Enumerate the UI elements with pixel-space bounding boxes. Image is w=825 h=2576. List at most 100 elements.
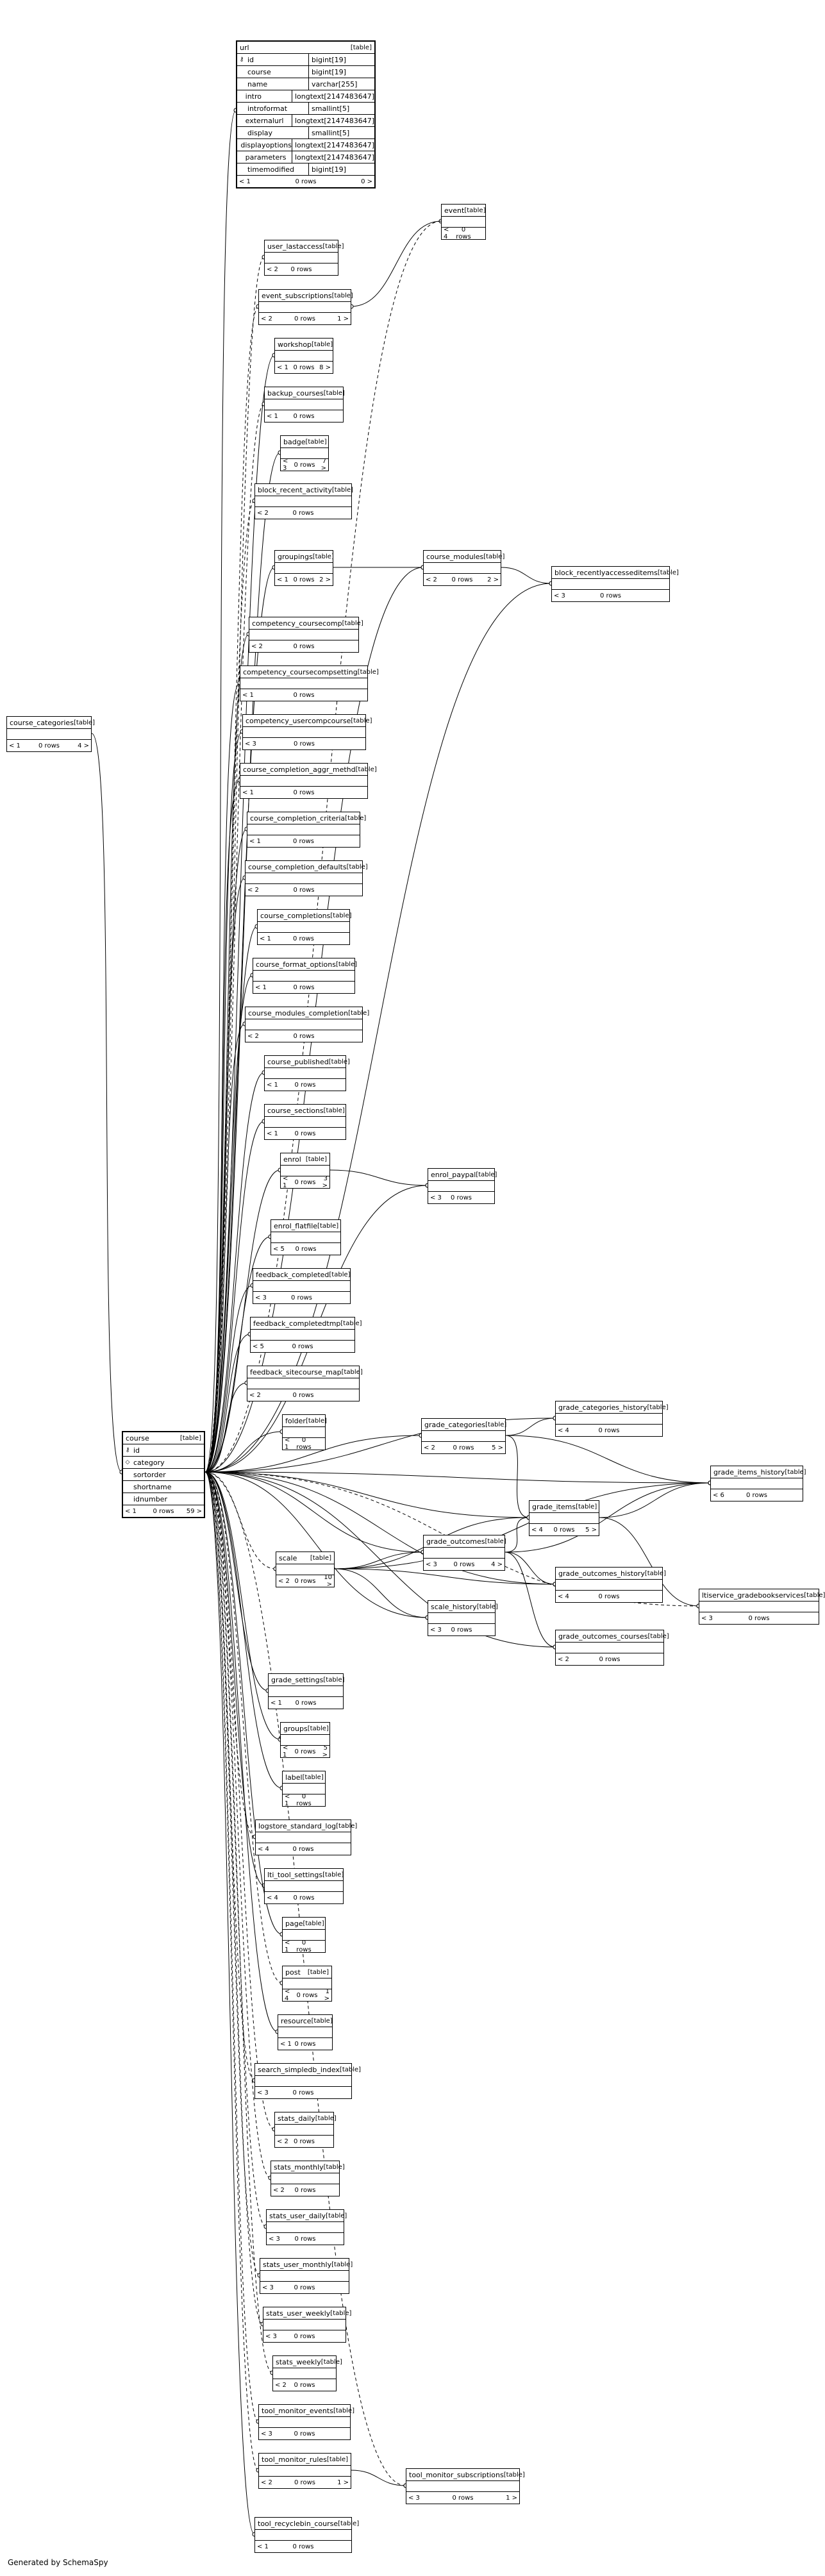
- edge-event_subscriptions-course: [204, 306, 259, 1473]
- table-name: scale_history: [431, 1602, 477, 1611]
- table-name: feedback_completed: [256, 1270, 329, 1279]
- parents-count: < 2: [257, 509, 269, 517]
- table-name: grade_outcomes_courses: [558, 1632, 648, 1641]
- table-type-tag: [table]: [331, 292, 353, 299]
- table-body: [259, 2417, 350, 2428]
- parents-count: < 2: [247, 886, 259, 894]
- table-header: block_recentlyaccesseditems[table]: [552, 567, 679, 579]
- table-type-tag: [table]: [341, 1368, 363, 1376]
- table-name: groups: [283, 1724, 308, 1733]
- row-count: 0 rows: [294, 2381, 315, 2389]
- row-count: 0 rows: [296, 1793, 312, 1807]
- table-header: block_recent_activity[table]: [255, 484, 353, 496]
- children-count: 3 >: [322, 1175, 328, 1189]
- edge-stats_daily-course: [204, 1471, 275, 2130]
- children-count: 7 >: [321, 458, 326, 472]
- table-body: [428, 1613, 495, 1624]
- table-name: course_modules: [426, 552, 484, 561]
- table-name: course_completion_defaults: [248, 862, 347, 871]
- row-count: 0 rows: [294, 2332, 315, 2340]
- table-type-tag: [table]: [303, 1919, 324, 1927]
- table-name: feedback_completedtmp: [253, 1319, 341, 1328]
- table-type-tag: [table]: [476, 1603, 498, 1610]
- row-count: 0 rows: [600, 592, 621, 599]
- table-header: course_completion_defaults[table]: [246, 861, 368, 873]
- table-name: stats_user_weekly: [266, 2309, 331, 2318]
- table-type-tag: [table]: [357, 668, 379, 676]
- column-name: displayoptions: [240, 140, 292, 149]
- parents-count: < 3: [261, 2430, 272, 2438]
- edge-stats_user_monthly-course: [204, 1471, 260, 2276]
- column-name: sortorder: [133, 1470, 166, 1479]
- children-count: 5 >: [585, 1526, 597, 1534]
- parents-count: < 3: [257, 2089, 269, 2096]
- table-body: [529, 1513, 599, 1524]
- children-count: 2 >: [487, 576, 499, 583]
